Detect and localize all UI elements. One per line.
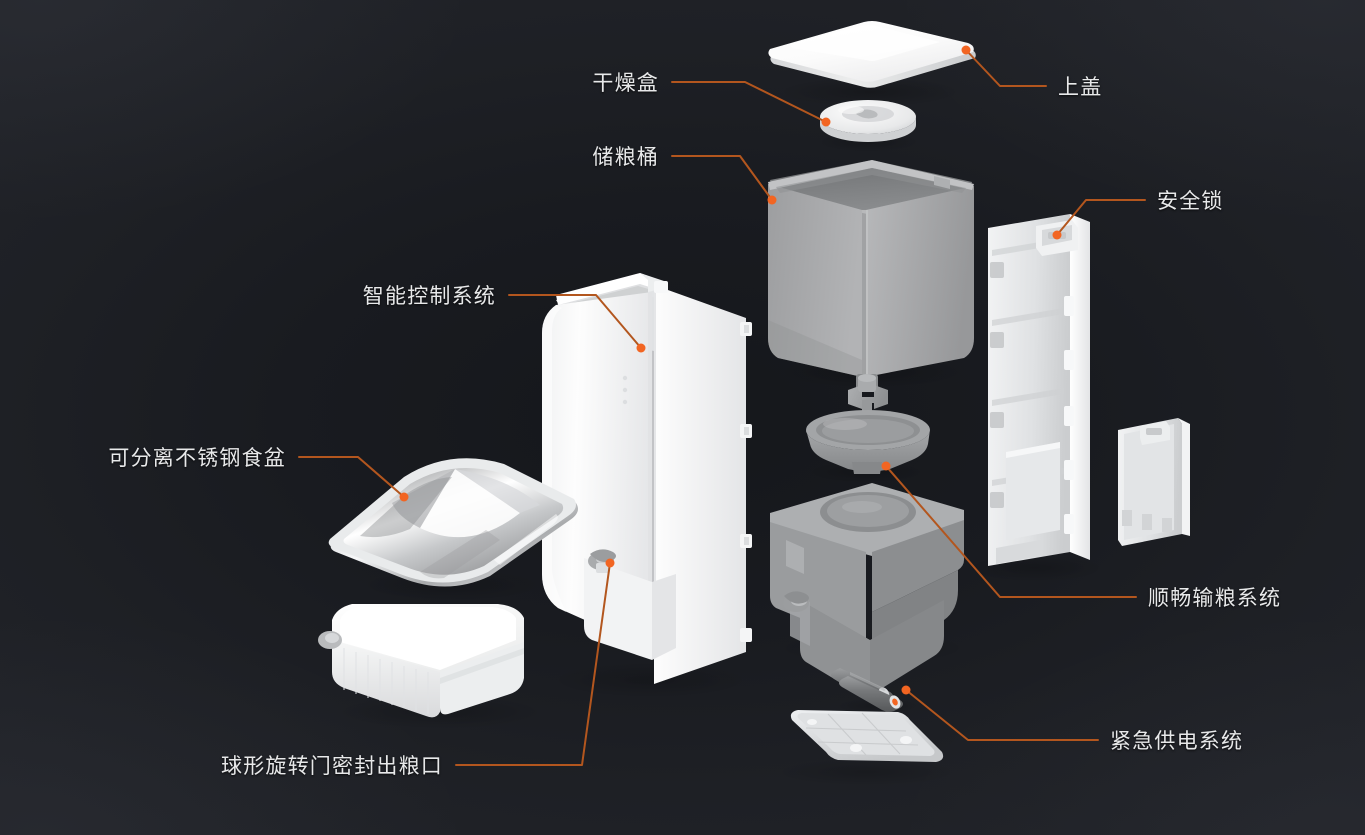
part-feed-housing (770, 483, 967, 694)
part-front-shell (542, 273, 752, 698)
part-grain-bucket (768, 160, 974, 392)
part-safety-lock (1036, 220, 1078, 256)
part-funnel-ring (806, 410, 930, 483)
callout-label-smart-control: 智能控制系统 (362, 284, 496, 308)
part-steel-bowl (328, 458, 578, 601)
callout-label-backup-power: 紧急供电系统 (1110, 729, 1244, 753)
callout-label-safety-lock: 安全锁 (1157, 189, 1224, 213)
part-top-lid (768, 21, 976, 107)
callout-label-feed-system: 顺畅输粮系统 (1148, 586, 1282, 610)
part-batteries (831, 668, 920, 714)
callout-label-grain-bucket: 储粮桶 (592, 145, 659, 169)
callout-label-top-lid: 上盖 (1058, 75, 1103, 99)
part-battery-cover (1118, 418, 1190, 546)
callout-label-steel-bowl: 可分离不锈钢食盆 (108, 446, 286, 470)
part-bottom-plate (774, 710, 958, 786)
callout-label-rotary-gate: 球形旋转门密封出粮口 (221, 754, 443, 778)
part-back-panel (965, 214, 1105, 582)
part-dryer-box (816, 100, 920, 152)
callout-label-dryer-box: 干燥盒 (592, 71, 659, 95)
part-bowl-base (318, 604, 545, 729)
